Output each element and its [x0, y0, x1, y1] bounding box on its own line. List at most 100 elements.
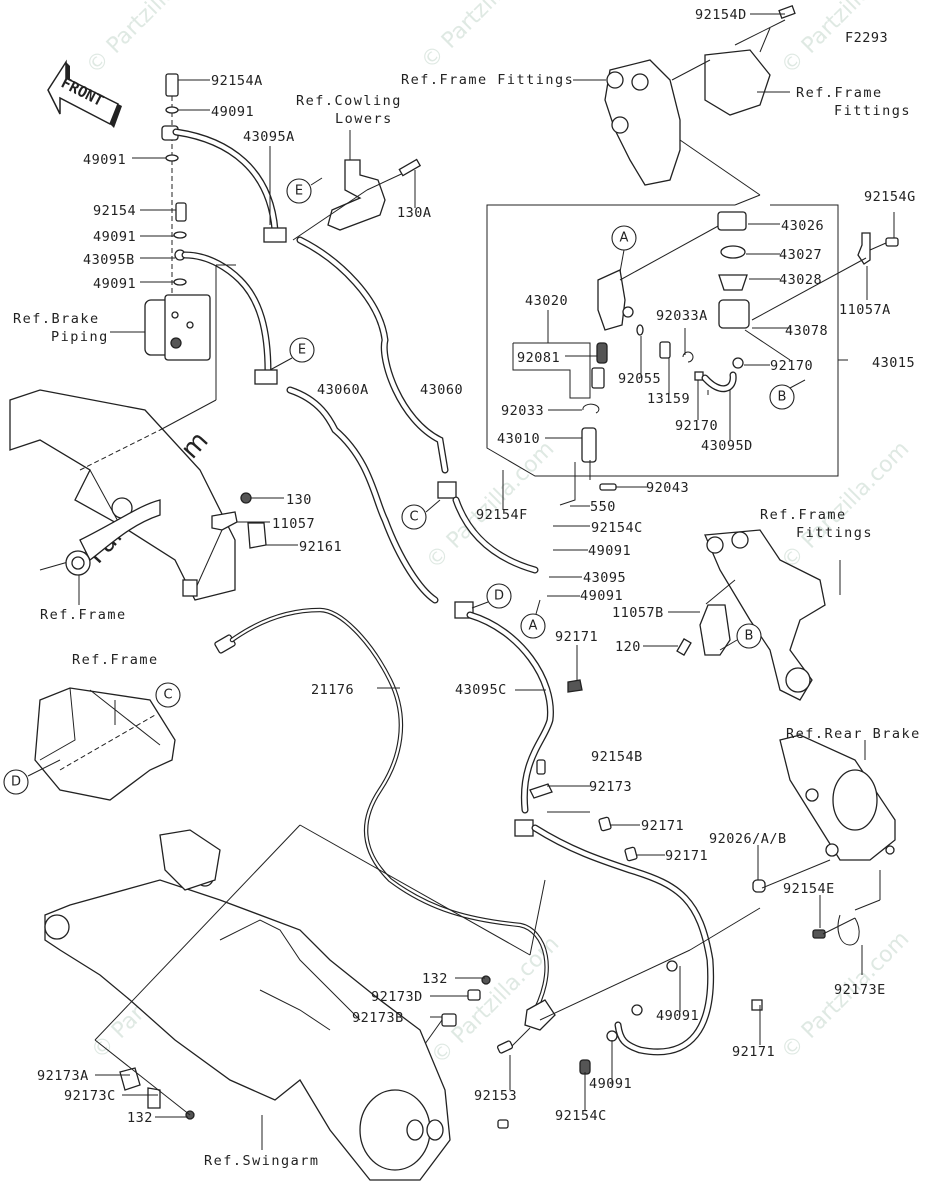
swingarm: [44, 824, 546, 1181]
part-label: 43095C: [455, 682, 507, 698]
callout-C-inset: C: [155, 682, 181, 708]
part-label: 21176: [311, 682, 354, 698]
part-label: 92043: [646, 480, 689, 496]
part-label: 43095B: [83, 252, 135, 268]
part-label: 11057B: [612, 605, 664, 621]
part-label: 43095A: [243, 129, 295, 145]
part-label: 49091: [93, 276, 136, 292]
part-label: 43078: [785, 323, 828, 339]
abs-hose-assembly: [144, 73, 287, 400]
bolt-92154A: [165, 73, 179, 97]
part-label: 43020: [525, 293, 568, 309]
part-label: 130A: [397, 205, 432, 221]
part-label: 49091: [580, 588, 623, 604]
part-label: 132: [422, 971, 448, 987]
part-label: 43060: [420, 382, 463, 398]
sensor-wire-21176: [214, 607, 549, 1023]
part-label: 92154D: [695, 7, 747, 23]
part-label: 43015: [872, 355, 915, 371]
svg-text:E: E: [298, 343, 306, 358]
callout-E-top: E: [286, 177, 323, 204]
part-label: 49091: [588, 543, 631, 559]
part-label: 92154G: [864, 189, 916, 205]
ref-frame-fittings-top-right-2: Fittings: [834, 103, 911, 119]
part-label: 43028: [779, 272, 822, 288]
part-label: 92171: [665, 848, 708, 864]
part-label: 92154C: [555, 1108, 607, 1124]
part-label: 43026: [781, 218, 824, 234]
callout-D-inset: D: [3, 759, 61, 795]
part-label: 92033A: [656, 308, 708, 324]
rear-brake-bracket: [779, 734, 896, 861]
part-label: 120: [615, 639, 641, 655]
part-label: 92154C: [591, 520, 643, 536]
part-label: 92173B: [352, 1010, 404, 1026]
callout-C-mid: C: [401, 499, 441, 530]
ref-frame-fittings-top-right: Ref.Frame: [796, 85, 883, 101]
small-hardware: [409, 679, 881, 1129]
master-cylinder-kit-box: [486, 204, 848, 506]
part-label: 92170: [770, 358, 813, 374]
part-label: 92171: [555, 629, 598, 645]
part-label: 130: [286, 492, 312, 508]
part-label: 92173E: [834, 982, 886, 998]
part-label: 92173: [589, 779, 632, 795]
svg-text:B: B: [778, 390, 787, 405]
frame-fitting-top: [604, 5, 796, 206]
brake-lines: [286, 236, 554, 837]
svg-text:C: C: [409, 510, 418, 525]
part-label: 92154A: [211, 73, 263, 89]
ref-brake-piping-2: Piping: [51, 329, 109, 345]
push-rod: [581, 427, 597, 463]
bracket-11057A: [751, 232, 899, 321]
part-label: 49091: [83, 152, 126, 168]
ref-rear-brake: Ref.Rear Brake: [786, 726, 921, 742]
figure-code: F2293: [845, 30, 888, 46]
callout-A-bottom: A: [520, 599, 546, 639]
svg-text:D: D: [11, 775, 21, 790]
part-label: 11057A: [839, 302, 891, 318]
caliper-fitting: [496, 907, 761, 1054]
part-label: 92154E: [783, 881, 835, 897]
cowling-bracket: [292, 158, 422, 241]
part-label: 43060A: [317, 382, 369, 398]
part-label: 43010: [497, 431, 540, 447]
watermark: © Partzilla.com: [417, 0, 555, 74]
callout-B-mid: B: [719, 623, 762, 651]
frame-inset: [34, 687, 176, 801]
part-label: 13159: [647, 391, 690, 407]
ref-cowling-lowers: Ref.Cowling: [296, 93, 402, 109]
part-label: 92161: [299, 539, 342, 555]
watermark: © Partzilla.com: [777, 437, 915, 575]
reference-labels: Ref.Frame Fittings Ref.Frame Fittings Re…: [13, 72, 921, 1169]
part-label: 92081: [517, 350, 560, 366]
part-label: 49091: [211, 104, 254, 120]
part-label: 92170: [675, 418, 718, 434]
part-label: 92171: [641, 818, 684, 834]
ref-swingarm: Ref.Swingarm: [204, 1153, 320, 1169]
part-label: 11057: [272, 516, 315, 532]
ref-brake-piping: Ref.Brake: [13, 311, 100, 327]
svg-text:A: A: [529, 619, 538, 634]
ref-frame-left: Ref.Frame: [40, 607, 127, 623]
part-label: 43095: [583, 570, 626, 586]
part-label: 49091: [589, 1076, 632, 1092]
svg-text:C: C: [163, 688, 172, 703]
rear-brake-hose: [531, 824, 715, 1075]
ref-cowling-lowers-2: Lowers: [335, 111, 393, 127]
part-label: 49091: [93, 229, 136, 245]
ref-frame-inset: Ref.Frame: [72, 652, 159, 668]
ref-frame-fittings-mid: Ref.Frame: [760, 507, 847, 523]
ref-frame-fittings-mid-2: Fittings: [796, 525, 873, 541]
part-label: 92173C: [64, 1088, 116, 1104]
svg-text:A: A: [620, 231, 629, 246]
callout-B-top: B: [769, 379, 806, 410]
frame-section-left: [9, 389, 267, 601]
cover: [704, 49, 771, 116]
part-label: 92171: [732, 1044, 775, 1060]
callout-A-top: A: [611, 225, 637, 273]
part-label: 92173D: [371, 989, 423, 1005]
part-label: 49091: [656, 1008, 699, 1024]
part-label: 92033: [501, 403, 544, 419]
